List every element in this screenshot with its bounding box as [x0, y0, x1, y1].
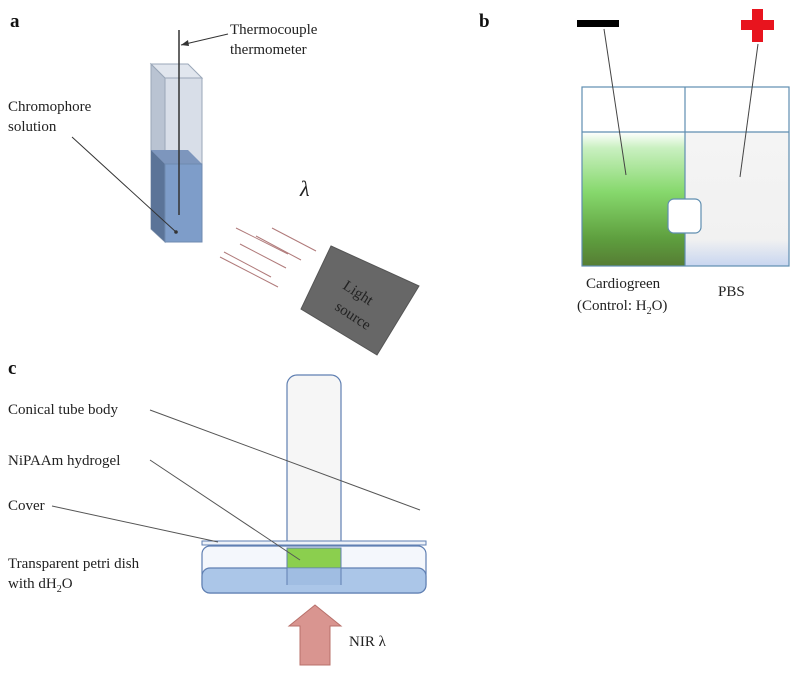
hydrogel-leader-line: [149, 459, 301, 561]
panel-c-letter: c: [8, 358, 16, 379]
thermo-label-line2: thermometer: [230, 42, 307, 58]
minus-sign: [577, 20, 619, 27]
light-rays: [219, 227, 317, 288]
tube-label: Conical tube body: [8, 402, 118, 418]
cardiogreen-label: Cardiogreen: [586, 276, 661, 292]
chromo-leader-line: [71, 136, 177, 233]
electrophoresis-chamber: [581, 86, 790, 267]
hydrogel-label: NiPAAm hydrogel: [8, 453, 120, 469]
cuvette: [149, 62, 204, 244]
chromo-label-line2: solution: [8, 119, 57, 135]
plus-sign: [741, 9, 774, 42]
panel-a-letter: a: [10, 11, 20, 32]
dish-label-line2: with dH2O: [8, 576, 73, 595]
thermo-label-line1: Thermocouple: [230, 22, 318, 38]
cover: [201, 540, 427, 546]
nir-label: NIR λ: [349, 634, 387, 650]
tube-submerged: [287, 568, 341, 585]
minus-leader-line: [603, 28, 627, 176]
lambda-symbol: λ: [299, 176, 310, 201]
light-source: Light source: [300, 245, 420, 356]
tube-leader-line: [149, 409, 421, 511]
thermo-leader-line: [180, 33, 229, 46]
membrane-window: [667, 198, 702, 234]
chromo-label-line1: Chromophore: [8, 99, 92, 115]
nir-arrow: [287, 604, 343, 666]
cover-leader-line: [51, 505, 219, 543]
hydrogel: [286, 547, 342, 569]
dish-label-line1: Transparent petri dish: [8, 556, 140, 572]
control-label: (Control: H2O): [577, 298, 667, 317]
pbs-label: PBS: [718, 284, 745, 300]
cover-label: Cover: [8, 498, 45, 514]
panel-b-letter: b: [479, 11, 490, 32]
plus-leader-line: [739, 43, 759, 178]
